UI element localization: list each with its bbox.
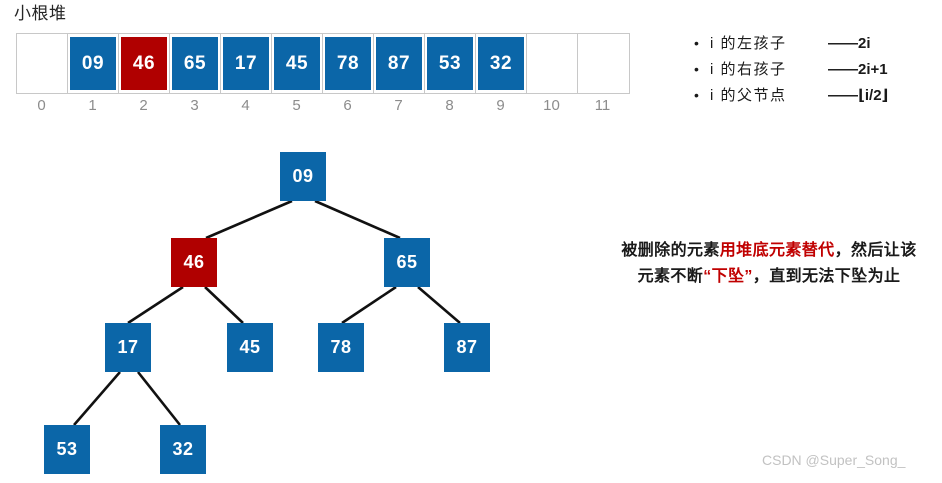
index-formula-legend: • i 的左孩子 ——2i • i 的右孩子 ——2i+1 • i 的父节点 ——⌊i/2⌋	[694, 30, 942, 108]
array-cell[interactable]	[527, 34, 578, 93]
bullet-icon: •	[694, 61, 699, 77]
array-index-label: 3	[190, 97, 199, 114]
tree-node[interactable]: 87	[444, 323, 490, 372]
array-cell[interactable]: 65	[170, 34, 221, 93]
array-index-label: 0	[37, 97, 46, 114]
legend-label: i 的右孩子	[710, 61, 787, 78]
legend-formula: ——2i+1	[828, 61, 888, 78]
array-cell[interactable]: 78	[323, 34, 374, 93]
array-index-row: 0 1 2 3 4 5 6 7 8 9 10 11	[16, 97, 630, 114]
array-cell-value: 45	[274, 37, 320, 90]
note-line2-black-b: ，直到无法下坠为止	[752, 268, 901, 285]
page-title: 小根堆	[14, 4, 67, 23]
array-cell-value: 32	[478, 37, 524, 90]
tree-edge	[73, 371, 121, 426]
array-cell-value: 46	[121, 37, 167, 90]
array-cell[interactable]: 87	[374, 34, 425, 93]
tree-edge	[341, 285, 397, 325]
legend-row: • i 的左孩子 ——2i	[694, 30, 942, 56]
array-cell-value: 65	[172, 37, 218, 90]
bullet-icon: •	[694, 87, 699, 103]
legend-formula: ——⌊i/2⌋	[828, 87, 889, 104]
array-cell[interactable]: 46	[119, 34, 170, 93]
note-line-2: 元素不断“下坠”，直到无法下坠为止	[596, 264, 942, 290]
tree-node[interactable]: 45	[227, 323, 273, 372]
note-line2-highlight: “下坠”	[703, 268, 753, 285]
array-cell-value: 53	[427, 37, 473, 90]
array-index-label: 10	[543, 97, 560, 114]
array-cell[interactable]: 09	[68, 34, 119, 93]
legend-formula: ——2i	[828, 35, 871, 52]
note-line1-black-a: 被删除的元素	[621, 242, 720, 259]
array-index-label: 7	[394, 97, 403, 114]
note-line1-highlight: 用堆底元素替代	[719, 242, 835, 259]
legend-label: i 的左孩子	[710, 35, 787, 52]
tree-edge	[127, 285, 184, 325]
tree-node[interactable]: 17	[105, 323, 151, 372]
tree-node[interactable]: 78	[318, 323, 364, 372]
array-cell-empty	[581, 37, 627, 90]
array-cell[interactable]	[17, 34, 68, 93]
array-index-label: 9	[496, 97, 505, 114]
delete-operation-note: 被删除的元素用堆底元素替代，然后让该 元素不断“下坠”，直到无法下坠为止	[596, 238, 942, 290]
tree-edge	[314, 199, 401, 240]
tree-node[interactable]: 09	[280, 152, 326, 201]
array-cell[interactable]: 32	[476, 34, 527, 93]
array-cell-value: 17	[223, 37, 269, 90]
heap-tree: 09 46 65 17 45 78 87 53 32	[44, 152, 490, 474]
legend-label: i 的父节点	[710, 87, 787, 104]
tree-edges	[73, 199, 461, 426]
tree-node[interactable]: 53	[44, 425, 90, 474]
note-line1-black-b: ，然后让该	[834, 242, 917, 259]
array-index-label: 6	[343, 97, 352, 114]
tree-edge	[417, 286, 461, 324]
array-index-label: 4	[241, 97, 250, 114]
watermark: CSDN @Super_Song_	[762, 452, 906, 468]
array-cell[interactable]: 17	[221, 34, 272, 93]
array-index-label: 5	[292, 97, 301, 114]
note-line-1: 被删除的元素用堆底元素替代，然后让该	[596, 238, 942, 264]
array-index-label: 1	[88, 97, 97, 114]
tree-node[interactable]: 32	[160, 425, 206, 474]
array-cell[interactable]: 53	[425, 34, 476, 93]
tree-node[interactable]: 65	[384, 238, 430, 287]
legend-row: • i 的父节点 ——⌊i/2⌋	[694, 82, 942, 108]
bullet-icon: •	[694, 35, 699, 51]
array-cell[interactable]	[578, 34, 629, 93]
tree-edge	[204, 286, 244, 324]
array-cell[interactable]: 45	[272, 34, 323, 93]
tree-edge	[205, 199, 293, 240]
array-cell-value: 87	[376, 37, 422, 90]
array-index-label: 2	[139, 97, 148, 114]
array-index-label: 8	[445, 97, 454, 114]
array-cell-value: 09	[70, 37, 116, 90]
array-index-label: 11	[594, 97, 611, 114]
array-cell-value: 78	[325, 37, 371, 90]
tree-edge	[136, 371, 182, 426]
tree-node[interactable]: 46	[171, 238, 217, 287]
legend-row: • i 的右孩子 ——2i+1	[694, 56, 942, 82]
note-line2-black-a: 元素不断	[637, 268, 704, 285]
